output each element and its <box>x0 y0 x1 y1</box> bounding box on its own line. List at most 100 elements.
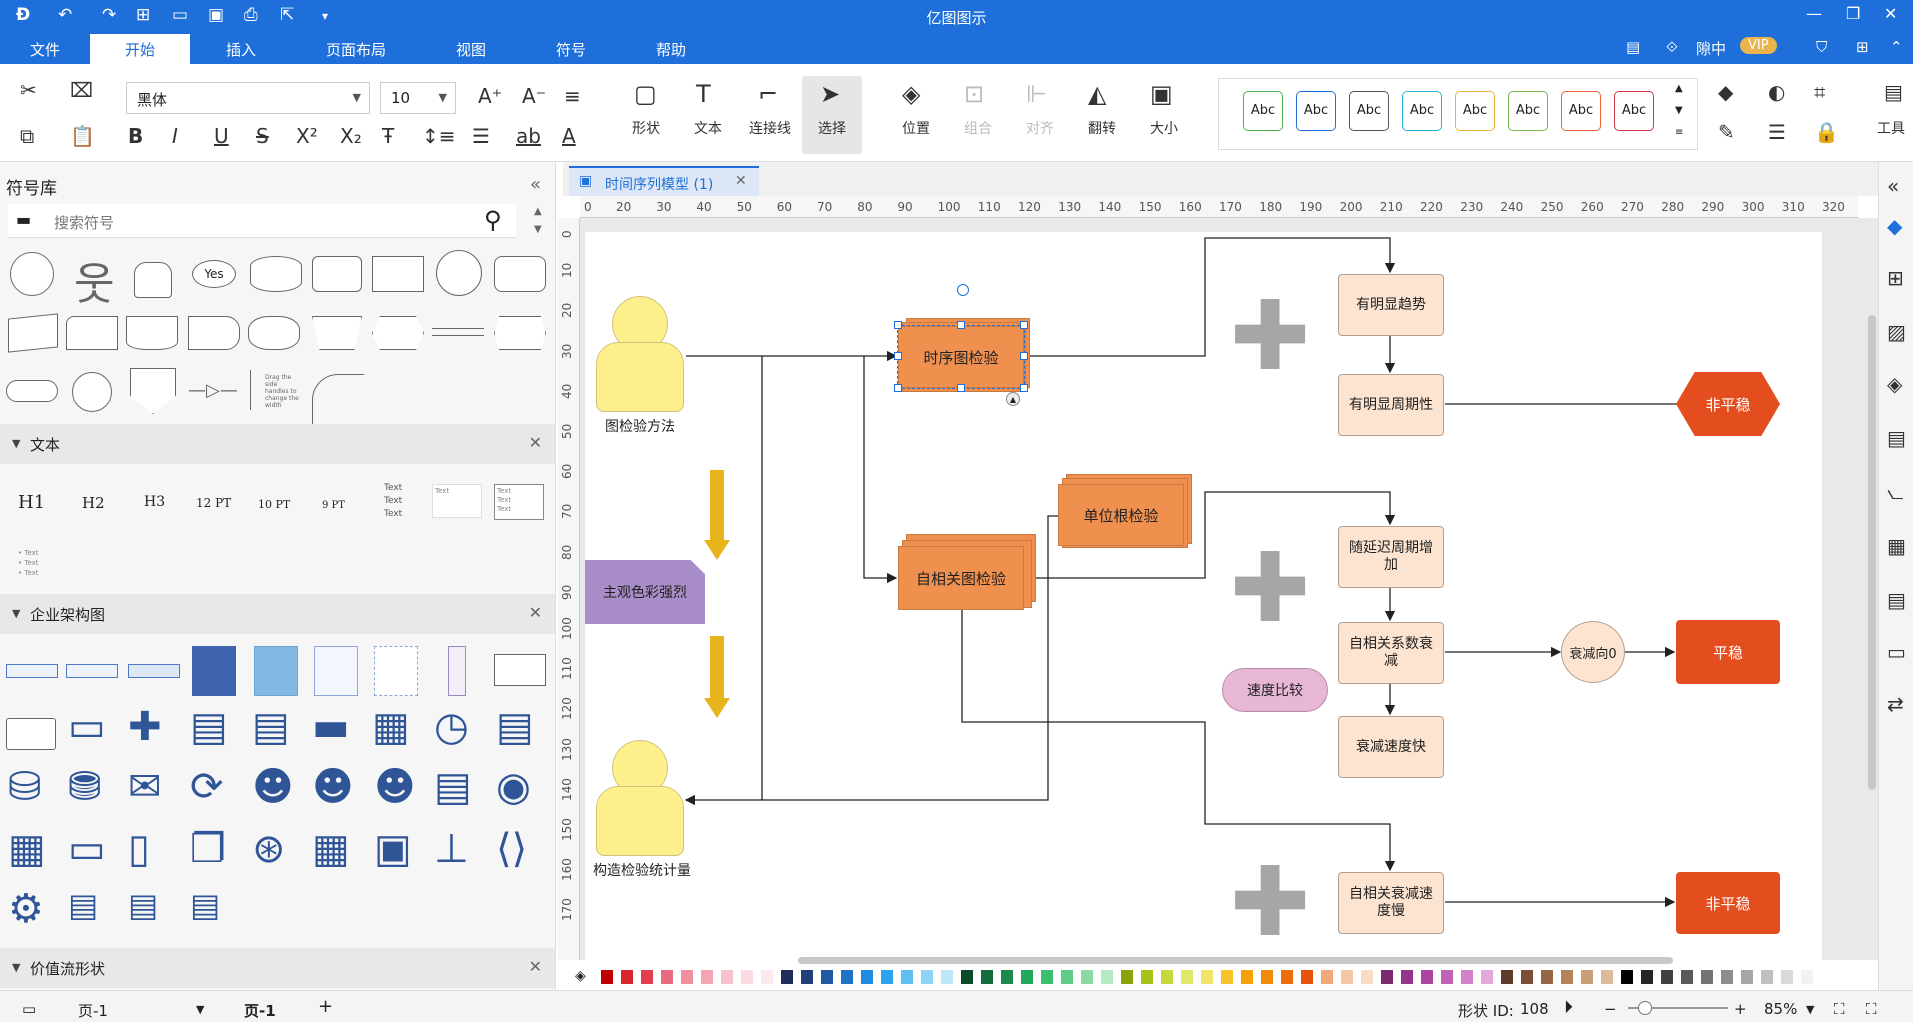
superscript-icon[interactable]: X² <box>296 124 318 148</box>
table-icon[interactable]: ▦ <box>1887 534 1906 558</box>
size-icon[interactable]: ▣ <box>1150 80 1173 108</box>
person-outline-shape[interactable]: 웃 <box>74 259 115 310</box>
strikethrough-icon[interactable]: S <box>256 124 269 148</box>
paste-icon[interactable]: 📋 <box>70 124 95 148</box>
share-icon[interactable]: ⟐ <box>1666 38 1678 56</box>
screen-icon[interactable]: ▭ <box>1887 640 1906 664</box>
italic-icon[interactable]: I <box>172 124 178 148</box>
network-icon[interactable]: ⊛ <box>252 826 286 872</box>
font-shrink-icon[interactable]: A⁻ <box>522 84 547 108</box>
direct-data-shape[interactable] <box>494 256 546 292</box>
color-swatch[interactable] <box>781 970 793 984</box>
color-swatch[interactable] <box>741 970 753 984</box>
color-swatch[interactable] <box>1441 970 1453 984</box>
font-size-select[interactable]: 10▼ <box>380 82 456 114</box>
style-swatch[interactable]: Abc <box>1561 91 1601 131</box>
symbol-search-input[interactable]: ▬ 搜索符号 ⚲ <box>8 204 516 238</box>
arch-block-shape[interactable] <box>192 646 236 696</box>
circle-shape[interactable] <box>10 252 54 296</box>
tape-shape[interactable] <box>436 250 482 296</box>
gear-icon[interactable]: ⚙ <box>8 886 44 932</box>
color-swatch[interactable] <box>1001 970 1013 984</box>
text-case-icon[interactable]: Ŧ <box>382 124 395 148</box>
zoom-out-button[interactable]: − <box>1604 1000 1617 1018</box>
undo-icon[interactable]: ↶ <box>58 5 73 25</box>
color-swatch[interactable] <box>1141 970 1153 984</box>
color-swatch[interactable] <box>1261 970 1273 984</box>
align-icon[interactable]: ⊩ <box>1026 80 1047 108</box>
textbox-shape[interactable]: Text <box>432 484 482 518</box>
position-button-label[interactable]: 位置 <box>902 121 930 137</box>
page-tab[interactable]: 页-1 <box>244 1002 276 1020</box>
font-grow-icon[interactable]: A⁺ <box>478 84 503 108</box>
image-icon[interactable]: ▨ <box>1887 320 1906 344</box>
color-swatch[interactable] <box>721 970 733 984</box>
page-view-icon[interactable]: ▭ <box>22 1000 37 1018</box>
expand-panel-icon[interactable]: « <box>1887 174 1900 198</box>
tools-button-label[interactable]: 工具 <box>1877 121 1905 137</box>
align-button-label[interactable]: 对齐 <box>1026 121 1054 137</box>
close-icon[interactable]: ✕ <box>1884 4 1898 23</box>
timeplot-box[interactable]: 时序图检验 <box>897 325 1025 389</box>
puzzle-icon[interactable]: ✚ <box>1230 532 1311 644</box>
size-button-label[interactable]: 大小 <box>1150 121 1178 137</box>
sync-icon[interactable]: ⟳ <box>190 764 224 810</box>
color-swatch[interactable] <box>1281 970 1293 984</box>
color-swatch[interactable] <box>841 970 853 984</box>
color-swatch[interactable] <box>1781 970 1793 984</box>
color-swatch[interactable] <box>1201 970 1213 984</box>
zoom-slider[interactable] <box>1628 1007 1728 1009</box>
arrow-line-shape[interactable]: —▷— <box>188 380 238 401</box>
resize-handle[interactable] <box>894 384 902 392</box>
heading2-shape[interactable]: H2 <box>82 494 105 512</box>
color-swatch[interactable] <box>1221 970 1233 984</box>
cut-icon[interactable]: ✂ <box>20 78 37 102</box>
fullscreen-icon[interactable]: ⛶ <box>1866 1000 1877 1018</box>
building-icon[interactable]: ▦ <box>8 826 46 872</box>
broadcast-icon[interactable]: ◉ <box>496 764 531 810</box>
color-swatch[interactable] <box>1481 970 1493 984</box>
resize-handle[interactable] <box>957 321 965 329</box>
hardware-icon[interactable]: ⛃ <box>68 764 102 810</box>
group-icon[interactable]: ⊡ <box>964 80 985 108</box>
code-icon[interactable]: ⟨⟩ <box>496 826 528 872</box>
color-swatch[interactable] <box>1121 970 1133 984</box>
position-icon[interactable]: ◈ <box>902 80 921 108</box>
style-swatch[interactable]: Abc <box>1243 91 1283 131</box>
text-9pt-shape[interactable]: 9 PT <box>322 500 345 511</box>
menu-file[interactable]: 文件 <box>30 41 61 59</box>
connector-icon[interactable]: ⌐ <box>758 80 779 108</box>
color-swatch[interactable] <box>1021 970 1033 984</box>
apps-icon[interactable]: ⊞ <box>1856 38 1869 56</box>
schedule-icon[interactable]: ◷ <box>434 704 469 750</box>
heading3-shape[interactable]: H3 <box>144 494 166 510</box>
windows-icon[interactable]: ❐ <box>190 826 226 872</box>
format-painter-icon[interactable]: ⌧ <box>70 78 94 102</box>
puzzle-icon[interactable]: ✚ <box>1230 280 1311 392</box>
arch-bar-shape[interactable] <box>448 646 466 696</box>
text-align-icon[interactable]: ≡ <box>564 84 581 108</box>
manual-input-shape[interactable] <box>8 313 58 353</box>
copy-icon[interactable]: ⧉ <box>20 124 35 148</box>
color-swatch[interactable] <box>1661 970 1673 984</box>
document-icon[interactable]: ▤ <box>190 704 228 750</box>
speed-compare-shape[interactable]: 速度比较 <box>1222 668 1328 712</box>
color-swatch[interactable] <box>861 970 873 984</box>
vertical-scrollbar[interactable] <box>1868 315 1876 790</box>
style-swatch[interactable]: Abc <box>1349 91 1389 131</box>
line-spacing-icon[interactable]: ↕≡ <box>422 124 456 148</box>
color-swatch[interactable] <box>1521 970 1533 984</box>
database-icon[interactable]: ⛁ <box>8 764 42 810</box>
close-icon[interactable]: ✕ <box>528 957 542 976</box>
fast-decay-box[interactable]: 衰减速度快 <box>1338 716 1444 778</box>
gallery-down-icon[interactable]: ▼ <box>1675 105 1683 116</box>
minimize-icon[interactable]: — <box>1806 4 1822 23</box>
color-swatch[interactable] <box>1041 970 1053 984</box>
data-icon[interactable]: ▤ <box>1887 588 1906 612</box>
unitroot-box[interactable]: 单位根检验 <box>1058 484 1184 546</box>
subjective-shape[interactable]: 主观色彩强烈 <box>585 560 705 624</box>
color-swatch[interactable] <box>1161 970 1173 984</box>
fill-format-icon[interactable]: ◆ <box>1887 214 1903 238</box>
